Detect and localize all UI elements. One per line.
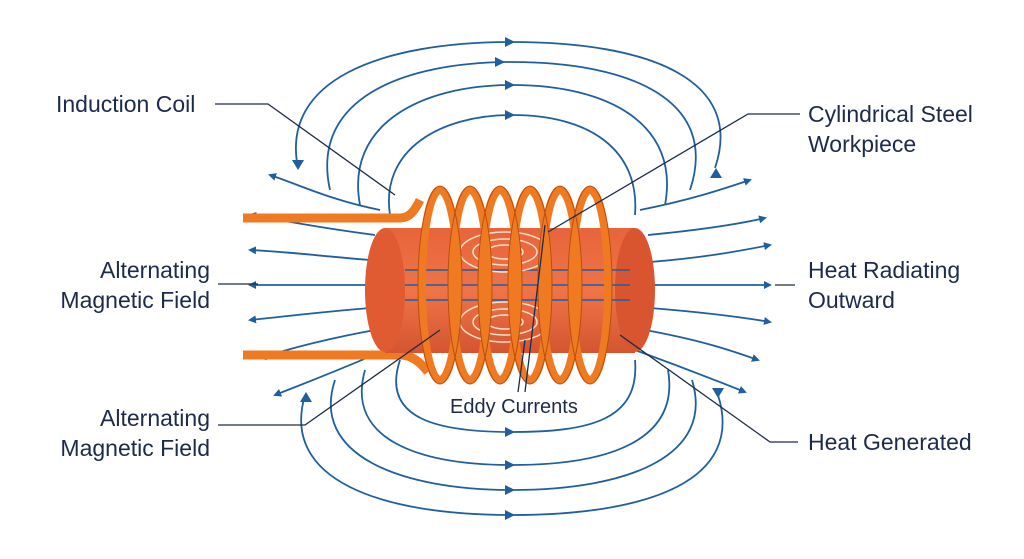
field-loop-top-1 <box>295 38 722 169</box>
coil-turn-4 <box>508 186 552 384</box>
leader-lines <box>215 103 800 443</box>
coil-lead-top <box>243 197 425 223</box>
field-ray-right-5 <box>649 307 772 325</box>
label-field-bottom-line2: Magnetic Field <box>60 435 210 461</box>
leader-workpiece <box>547 113 800 233</box>
leader-eddy-2 <box>524 224 546 393</box>
induction-coil <box>418 186 612 384</box>
label-eddy-currents: Eddy Currents <box>450 396 578 418</box>
field-ray-right-7 <box>634 349 747 394</box>
leader-induction-coil <box>215 103 396 196</box>
label-heat-generated: Heat Generated <box>808 429 972 455</box>
field-ray-right-3 <box>649 242 772 263</box>
field-loop-top-2 <box>326 61 697 191</box>
field-loop-top-3 <box>357 84 668 206</box>
coil-lead-bottom <box>243 350 432 375</box>
label-heat-radiating-line2: Outward <box>808 287 895 313</box>
field-ray-right-1 <box>639 178 752 211</box>
coil-leads <box>243 197 432 375</box>
coil-turn-5 <box>538 186 582 384</box>
leader-field-bottom <box>218 329 441 426</box>
coil-turn-3 <box>478 186 522 384</box>
coil-turn-6 <box>568 186 612 384</box>
label-field-top-line1: Alternating <box>100 257 210 283</box>
coil-turn-2 <box>448 186 492 384</box>
leader-heat-generated <box>619 334 798 443</box>
coil-turn-1 <box>418 186 462 384</box>
field-ray-left-5 <box>248 307 371 324</box>
workpiece-end-left <box>365 228 405 352</box>
label-workpiece-line2: Workpiece <box>808 131 917 157</box>
label-field-top-line2: Magnetic Field <box>60 287 210 313</box>
label-workpiece-line1: Cylindrical Steel <box>808 101 973 127</box>
field-arrowheads <box>292 37 724 520</box>
field-ray-left-1 <box>268 173 381 211</box>
workpiece-end-right <box>615 228 655 352</box>
label-induction-coil: Induction Coil <box>56 91 196 117</box>
field-ray-right-2 <box>647 215 767 236</box>
field-ray-left-3 <box>248 246 371 261</box>
coil-outline <box>417 185 613 385</box>
leader-eddy-1 <box>517 339 526 393</box>
field-ray-right-6 <box>644 329 760 362</box>
label-field-bottom-line1: Alternating <box>100 405 210 431</box>
label-heat-radiating-line1: Heat Radiating <box>808 257 961 283</box>
